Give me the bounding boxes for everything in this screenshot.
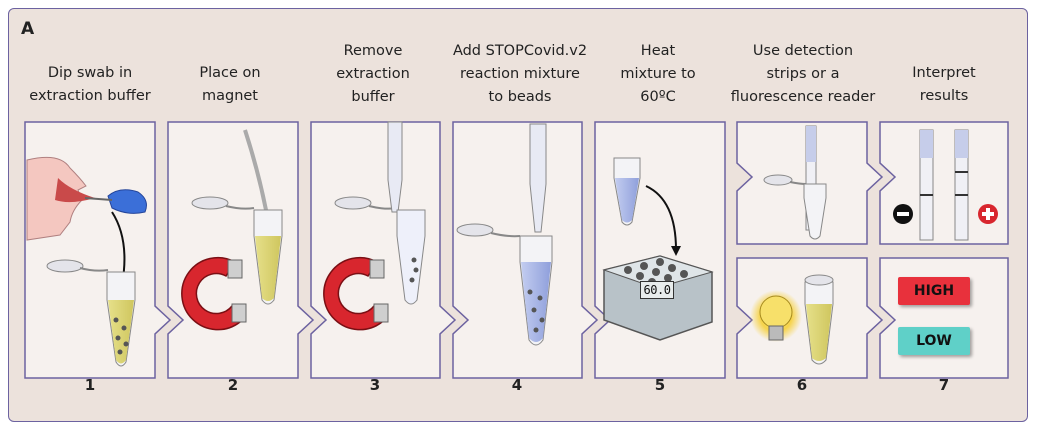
step-2-label-line: magnet (201, 88, 258, 104)
step-3-number: 3 (369, 376, 381, 394)
step-7-strips-art (893, 129, 998, 241)
step-2-art (181, 129, 283, 331)
step-frames (24, 121, 1009, 379)
step-4-number: 4 (511, 376, 523, 394)
step-7-label-line: Interpret (912, 65, 976, 81)
step-3-label-line: buffer (351, 89, 395, 105)
step-4-label-line: to beads (488, 89, 552, 105)
step-5-art (602, 157, 714, 341)
tube-6a (803, 183, 827, 240)
pipette-4 (529, 123, 547, 233)
step-5-label-line: Heat (640, 43, 676, 59)
step-3-label-line: extraction (336, 66, 410, 82)
magnet-2 (181, 256, 241, 331)
step-4-art (456, 123, 553, 346)
frame-step-3 (310, 121, 457, 379)
step-1-number: 1 (84, 376, 96, 394)
step-2-number: 2 (227, 376, 239, 394)
light-bulb (759, 295, 793, 329)
step-5-label-line: 60ºC (640, 89, 676, 105)
step-5-label-line: mixture to (620, 66, 696, 82)
step-3-label: Remove extraction buffer (298, 40, 448, 109)
magnet-3 (323, 256, 383, 331)
step-7-label-line: results (919, 88, 969, 104)
step-6-strip-art (763, 125, 827, 240)
step-3-art (323, 121, 426, 331)
nasal-passage (55, 178, 95, 203)
step-6-label: Use detection strips or a fluorescence r… (722, 40, 884, 109)
step-1-label-line: Dip swab in (47, 65, 133, 81)
step-5-number: 5 (654, 376, 666, 394)
step-6-label-line: Use detection (752, 43, 854, 59)
heat-block-display: 60.0 (640, 281, 674, 299)
step-6-reader-art (750, 274, 834, 365)
step-1-label: Dip swab in extraction buffer (15, 62, 165, 108)
step-6-number: 6 (796, 376, 808, 394)
step-1-label-line: extraction buffer (29, 88, 151, 104)
step-2-label: Place on magnet (155, 62, 305, 108)
tube-3 (396, 209, 426, 305)
gloved-hand (107, 189, 147, 214)
step-5-label: Heat mixture to 60ºC (583, 40, 733, 109)
pipette-tip-2 (243, 129, 268, 211)
step-2-label-line: Place on (199, 65, 261, 81)
step-7-number: 7 (938, 376, 950, 394)
step-1-art (26, 156, 147, 367)
step-4-label: Add STOPCovid.v2 reaction mixture to bea… (440, 40, 600, 109)
step-4-label-line: reaction mixture (460, 66, 580, 82)
pipette-3 (387, 121, 403, 213)
step-4-label-line: Add STOPCovid.v2 (452, 43, 588, 59)
high-result-badge: HIGH (898, 277, 970, 305)
swab (84, 197, 113, 201)
frame-step-7b (879, 257, 1009, 379)
step-6-label-line: fluorescence reader (730, 89, 876, 105)
panel-letter: A (21, 19, 35, 39)
transfer-arrow-5 (645, 185, 677, 251)
step-7-label: Interpret results (869, 62, 1019, 108)
low-result-badge: LOW (898, 327, 970, 355)
frame-step-2 (167, 121, 315, 379)
step-6-label-line: strips or a (766, 66, 840, 82)
frame-step-7a (879, 121, 1009, 245)
step-3-label-line: Remove (343, 43, 403, 59)
